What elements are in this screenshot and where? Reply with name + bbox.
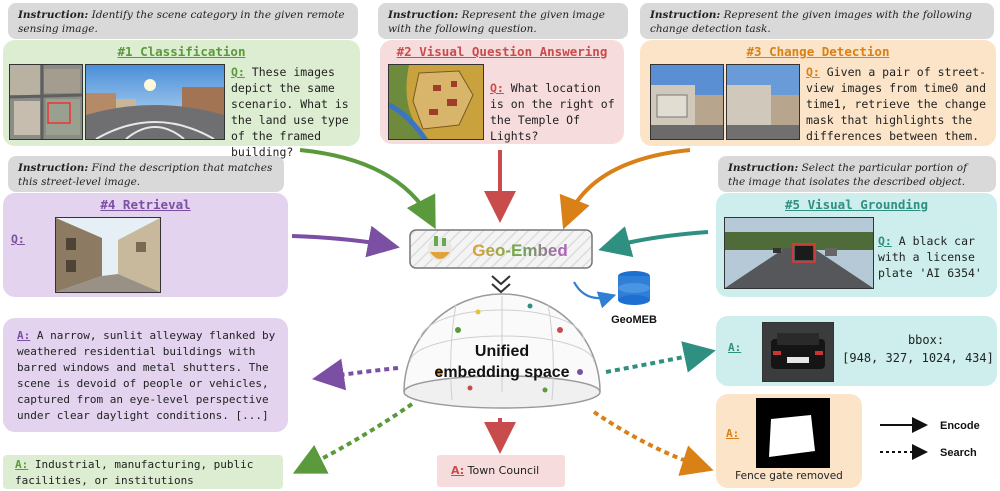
change-mask-image <box>756 398 830 468</box>
panel-title: #5 Visual Grounding <box>785 197 928 212</box>
answer-retrieval: A: A narrow, sunlit alleyway flanked by … <box>3 318 288 432</box>
grounding-bbox-label: bbox: <box>907 333 945 347</box>
encode-arrow-change <box>559 148 691 230</box>
search-arrow-grounding <box>605 341 716 374</box>
map-image <box>388 64 484 140</box>
database-icon <box>618 271 650 305</box>
vqa-question: Q: What location is on the right of the … <box>490 81 615 143</box>
panel-title: #1 Classification <box>117 44 246 59</box>
model-name: Geo-Embed <box>472 241 567 260</box>
chevron-down-icon <box>491 275 511 294</box>
answer-vqa: A: Town Council <box>437 455 565 487</box>
grounding-bbox-value: [948, 327, 1024, 434] <box>842 351 994 365</box>
encode-arrow-retrieval <box>291 225 400 258</box>
instruction-change-detection: Instruction: Represent the given images … <box>640 3 994 39</box>
panel-title: #4 Retrieval <box>100 197 191 212</box>
classification-question: Q: These images depict the same scenario… <box>231 65 349 159</box>
instruction-classification: Instruction: Identify the scene category… <box>8 3 358 39</box>
change-a-label: A: <box>726 427 740 440</box>
panel-title: #2 Visual Question Answering <box>396 44 608 59</box>
model-box <box>409 229 593 269</box>
road-image <box>724 217 874 289</box>
instruction-vqa: Instruction: Represent the given image w… <box>378 3 628 39</box>
answer-change-detection: A: Fence gate removed <box>716 394 862 488</box>
search-arrow-change <box>592 410 714 476</box>
panel-vqa: #2 Visual Question Answering Q: What loc… <box>380 40 624 144</box>
search-arrow-retrieval <box>312 358 399 391</box>
space-label-line1: Unified <box>475 343 529 360</box>
answer-classification: A: Industrial, manufacturing, public fac… <box>3 455 283 489</box>
sync-arrow-icon <box>573 281 617 309</box>
grounding-a-label: A: <box>728 341 742 354</box>
panel-classification: #1 Classification Q: These images depict… <box>3 40 360 159</box>
encode-arrow-classification <box>299 148 436 230</box>
car-crop-image <box>762 322 834 382</box>
panel-grounding: #5 Visual Grounding Q: A black car with … <box>716 193 997 297</box>
database-label: GeoMEB <box>611 314 657 326</box>
instruction-retrieval: Instruction: Find the description that m… <box>8 156 284 192</box>
search-arrow-classification <box>292 402 414 474</box>
space-label-line2: embedding space <box>434 364 569 381</box>
legend-search-label: Search <box>940 447 977 459</box>
alley-image <box>55 217 161 293</box>
instruction-grounding: Instruction: Select the particular porti… <box>718 156 996 192</box>
answer-grounding: A: bbox: [948, 327, 1024, 434] <box>716 316 997 386</box>
panorama-image <box>85 64 225 140</box>
legend-encode-label: Encode <box>940 420 980 432</box>
street-image-time1 <box>726 64 800 140</box>
panel-change-detection: #3 Change Detection Q: Given a pair of s… <box>640 40 996 146</box>
encode-arrow-grounding <box>598 226 709 258</box>
panel-title: #3 Change Detection <box>746 44 890 59</box>
aerial-image <box>9 64 83 140</box>
globe-logo-icon <box>428 236 452 261</box>
street-image-time0 <box>650 64 724 140</box>
embedding-dome <box>403 293 601 409</box>
change-caption: Fence gate removed <box>735 470 843 482</box>
change-detection-question: Q: Given a pair of street-view images fr… <box>806 65 987 143</box>
grounding-question: Q: A black car with a license plate 'AI … <box>878 234 982 280</box>
retrieval-q-label: Q: <box>11 232 25 246</box>
panel-retrieval: #4 Retrieval Q: <box>3 193 288 297</box>
